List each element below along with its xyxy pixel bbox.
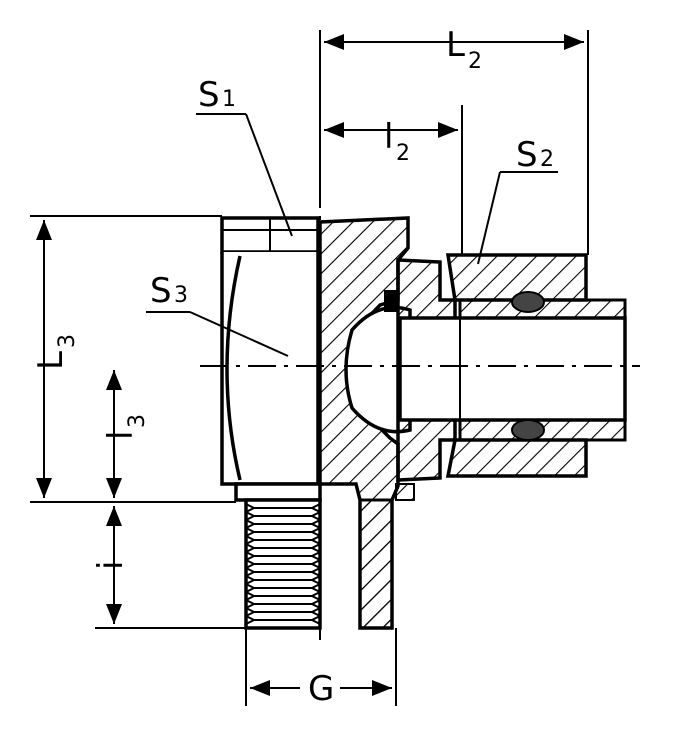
label-L3: L 3: [31, 334, 80, 370]
hex-body: [220, 216, 322, 502]
threaded-stud: [244, 498, 322, 630]
coupling: [384, 253, 627, 501]
label-S1: S 1: [198, 75, 236, 115]
svg-text:l: l: [101, 431, 141, 440]
svg-text:S: S: [198, 75, 220, 115]
extension-lines: [30, 30, 589, 706]
svg-text:2: 2: [540, 147, 554, 172]
svg-text:1: 1: [222, 87, 236, 112]
label-G: G: [308, 669, 334, 709]
svg-text:2: 2: [468, 49, 482, 74]
svg-text:2: 2: [396, 141, 410, 166]
leader-lines: [146, 113, 558, 357]
svg-text:i: i: [91, 561, 131, 570]
svg-text:L: L: [31, 351, 71, 370]
label-S2: S 2: [516, 135, 554, 175]
label-S3: S 3: [150, 271, 188, 311]
svg-text:l: l: [384, 117, 393, 157]
svg-text:S: S: [516, 135, 538, 175]
svg-text:3: 3: [125, 414, 150, 428]
svg-text:S: S: [150, 271, 172, 311]
label-l3: l 3: [101, 414, 150, 440]
svg-text:3: 3: [174, 283, 188, 308]
label-l2: l 2: [384, 117, 410, 166]
svg-text:L: L: [446, 25, 465, 65]
dimension-lines: [36, 34, 584, 696]
label-L2: L 2: [446, 25, 482, 74]
svg-text:3: 3: [55, 334, 80, 348]
label-i: i: [91, 561, 131, 570]
